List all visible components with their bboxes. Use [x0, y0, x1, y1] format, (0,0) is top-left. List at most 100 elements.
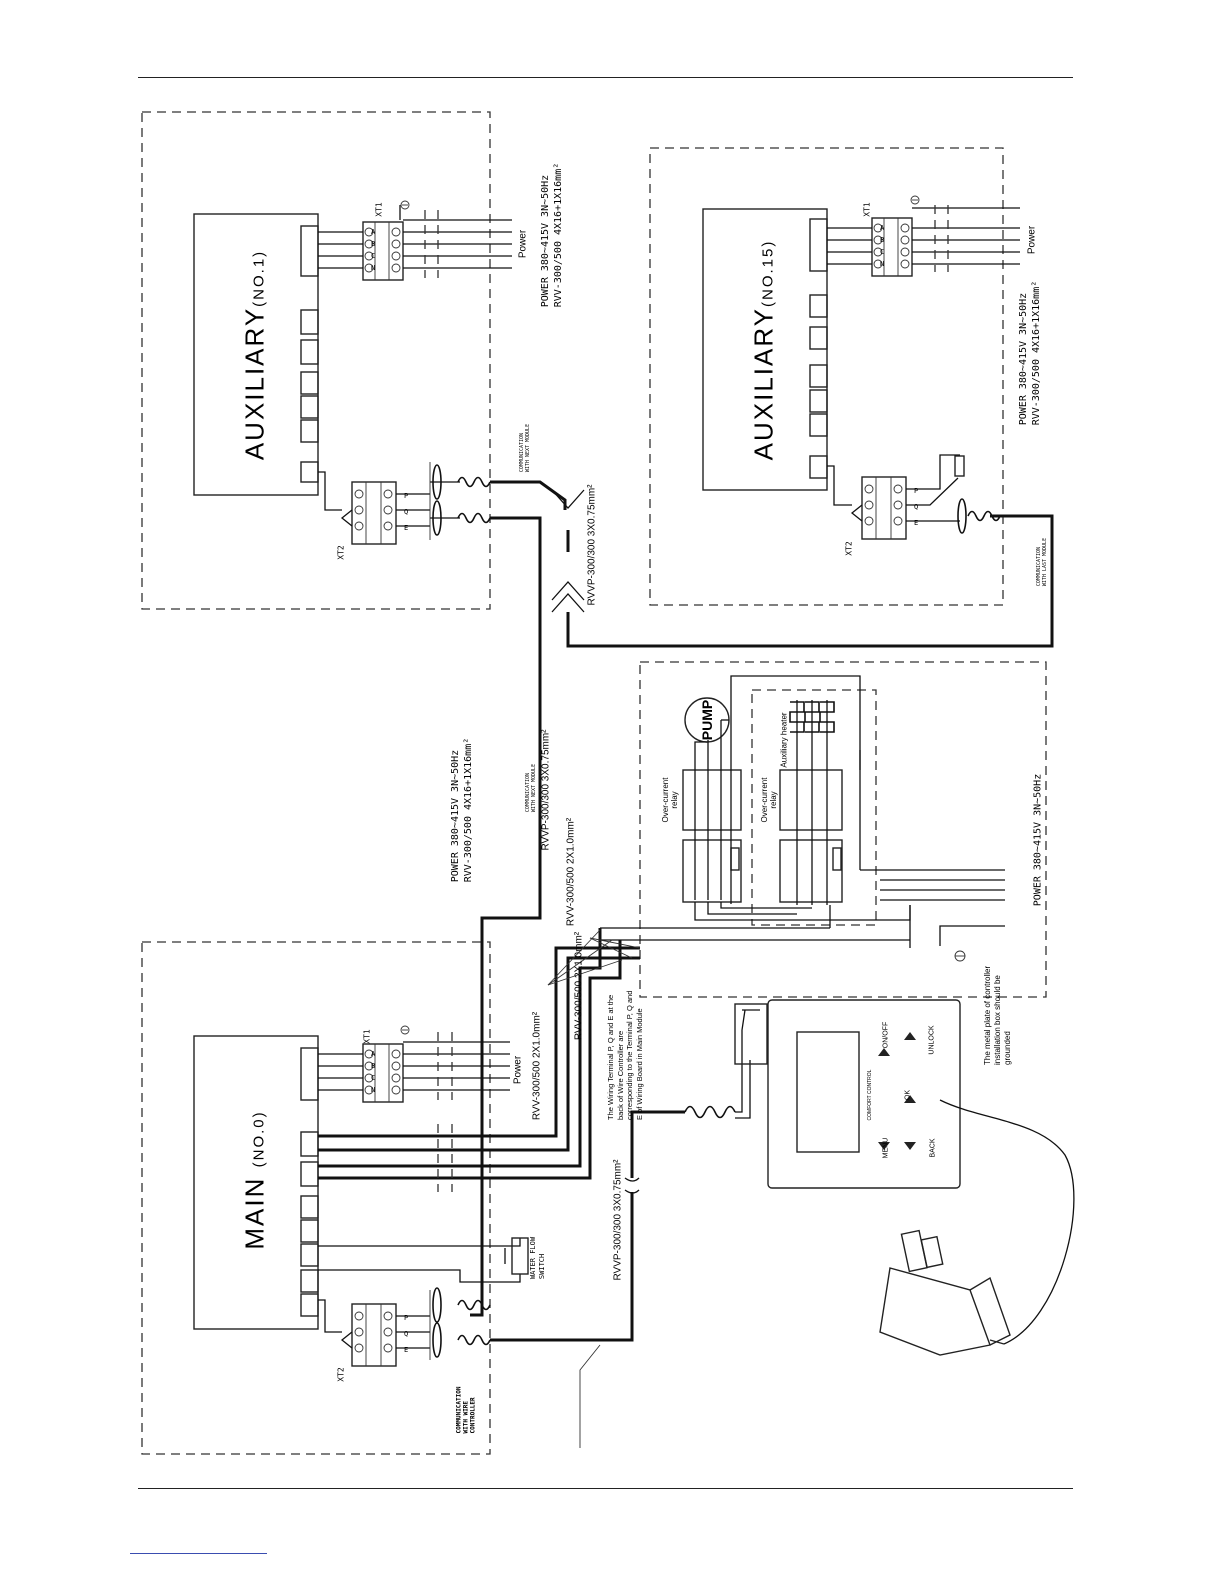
aux15-terminating-resistor: [906, 454, 965, 522]
pump-cable-rvv-label-1: RVV-300/500 2X1.0mm²: [565, 817, 577, 927]
header-rule: [138, 77, 1073, 78]
phase-c: C: [371, 252, 376, 260]
phase-c: C: [371, 1074, 376, 1082]
main-comm-wires: [396, 1290, 431, 1360]
aux15-board-to-xt2: [827, 465, 852, 506]
aux1-xt2-label: XT2: [336, 545, 346, 560]
terminal-p: P: [404, 1314, 409, 1322]
aux15-xt2-label: XT2: [844, 541, 854, 556]
phase-b: B: [371, 240, 376, 248]
aux1-xt1-block: [362, 221, 404, 281]
controller-brand: COMFORT CONTROL: [867, 1069, 873, 1121]
wiring-terminal-note: The Wiring Terminal P, Q and E at the ba…: [606, 990, 644, 1120]
phase-a: A: [371, 1050, 376, 1058]
controller-cable-break: [624, 1177, 640, 1194]
arrow-up-icon: [878, 1048, 890, 1056]
power-adapter-icon: [879, 1099, 1075, 1356]
pump-contactor: [682, 719, 742, 903]
controller-cable-tail: [579, 1344, 601, 1448]
aux-heater-label: Auxiliary heater: [779, 712, 789, 768]
arrow-up-icon: [904, 1032, 916, 1040]
phase-n: N: [371, 264, 376, 272]
onoff-button[interactable]: ON/OFF: [882, 1021, 890, 1049]
ok-button[interactable]: OK: [904, 1089, 912, 1101]
pump-cable-rvv-label-2: RVV-300/500 2X1.0mm²: [573, 931, 585, 1041]
arrow-right-icon: [904, 1095, 916, 1103]
comm-label-line2: WITH LAST MODULE: [1042, 537, 1048, 587]
comm-label-line2: WITH NEXT MODULE: [531, 763, 537, 813]
terminal-q: Q: [404, 1330, 409, 1338]
aux1-power-spec: POWER 380~415V 3N~50Hz RVV-300/500 4X16+…: [539, 163, 565, 308]
wfs-line2: SWITCH: [538, 1253, 546, 1280]
footer-link-underline: [130, 1553, 267, 1554]
controller-coils: [684, 1009, 751, 1119]
aux15-comm-last-label: COMMUNICATION WITH LAST MODULE: [1036, 538, 1048, 586]
enclosure-ground-icon: [939, 925, 1005, 962]
main-controller-cable: [490, 1192, 634, 1342]
aux1-comm-next-label: COMMUNICATION WITH NEXT MODULE: [519, 424, 531, 472]
pump-power-spec: POWER 380~415V 3N~50Hz: [1032, 773, 1044, 907]
ground-note: The metal plate of controller installati…: [983, 965, 1012, 1065]
aux1-title: AUXILIARY(NO.1): [240, 250, 271, 460]
phase-a: A: [371, 228, 376, 236]
main-pump-cable-rvv-label: RVV-300/500 2X1.0mm²: [531, 1011, 543, 1121]
aux15-title: AUXILIARY(NO.15): [749, 240, 780, 461]
aux15-name: AUXILIARY: [748, 306, 779, 461]
aux1-comm-main-cable: [470, 516, 542, 1317]
unlock-button[interactable]: UNLOCK: [928, 1025, 936, 1055]
power-spec-line1: POWER 380~415V 3N~50Hz: [1018, 292, 1029, 426]
main-name: MAIN: [239, 1176, 270, 1250]
main-pump-control-wires: [318, 928, 640, 1192]
aux15-power-spec: POWER 380~415V 3N~50Hz RVV-300/500 4X16+…: [1017, 281, 1043, 426]
phase-a: A: [880, 224, 885, 232]
main-board-to-xt2: [318, 1299, 342, 1333]
controller-cable-rvvp-label: RVVP-300/300 3X0.75mm²: [612, 1159, 624, 1281]
comm-label-line1: COMMUNICATION: [455, 1386, 463, 1434]
aux15-xt1-label: XT1: [862, 202, 872, 217]
main-comm-next-label: COMMUNICATION WITH NEXT MODULE: [525, 764, 537, 812]
arrow-down-icon: [904, 1142, 916, 1150]
pump-heater-enclosure: [639, 661, 1047, 998]
aux15-power-wires: [827, 205, 1020, 272]
aux1-comm-next-cable: [490, 480, 567, 510]
aux-cable-rvvp-label: RVVP-300/300 3X0.75mm²: [586, 484, 598, 606]
aux1-enclosure: [141, 111, 491, 610]
main-connectors: [300, 1047, 319, 1317]
phase-b: B: [371, 1062, 376, 1070]
controller-arrow-icons: [878, 1032, 916, 1150]
main-xt2-block: [340, 1303, 397, 1367]
phase-c: C: [880, 248, 885, 256]
heater-contactor: [779, 700, 843, 905]
main-xt2-label: XT2: [336, 1367, 346, 1382]
terminal-p: P: [914, 487, 919, 495]
main-enclosure: [141, 941, 491, 1455]
comm-label-line2: WITH NEXT MODULE: [525, 423, 531, 473]
aux15-number: (NO.15): [759, 239, 777, 307]
terminal-e: E: [404, 524, 409, 532]
aux1-board-to-xt2: [318, 471, 342, 511]
terminal-q: Q: [404, 508, 409, 516]
water-flow-switch: [318, 1237, 529, 1283]
terminal-e: E: [914, 519, 919, 527]
controller-cable-upper: [630, 1110, 685, 1178]
main-ground-icon: [400, 1025, 410, 1035]
comm-label-line3: CONTROLLER: [469, 1397, 477, 1434]
heater-overcurrent-relay-label: Over-current relay: [760, 777, 778, 823]
terminal-p: P: [404, 492, 409, 500]
power-spec-line1: POWER 380~415V 3N~50Hz: [540, 174, 551, 308]
menu-button[interactable]: MENU: [882, 1137, 890, 1159]
wfs-line1: WATER FLOW: [529, 1236, 537, 1280]
cable-break-markers: [551, 489, 585, 613]
phase-b: B: [880, 236, 885, 244]
power-spec-line2: RVV-300/500 4X16+1X16mm²: [463, 737, 474, 883]
cable-leader-lines: [547, 929, 641, 986]
back-button[interactable]: BACK: [929, 1138, 937, 1158]
main-power-label: Power: [512, 1055, 524, 1085]
aux15-power-label: Power: [1026, 225, 1038, 255]
power-spec-line2: RVV-300/500 4X16+1X16mm²: [1031, 280, 1042, 426]
